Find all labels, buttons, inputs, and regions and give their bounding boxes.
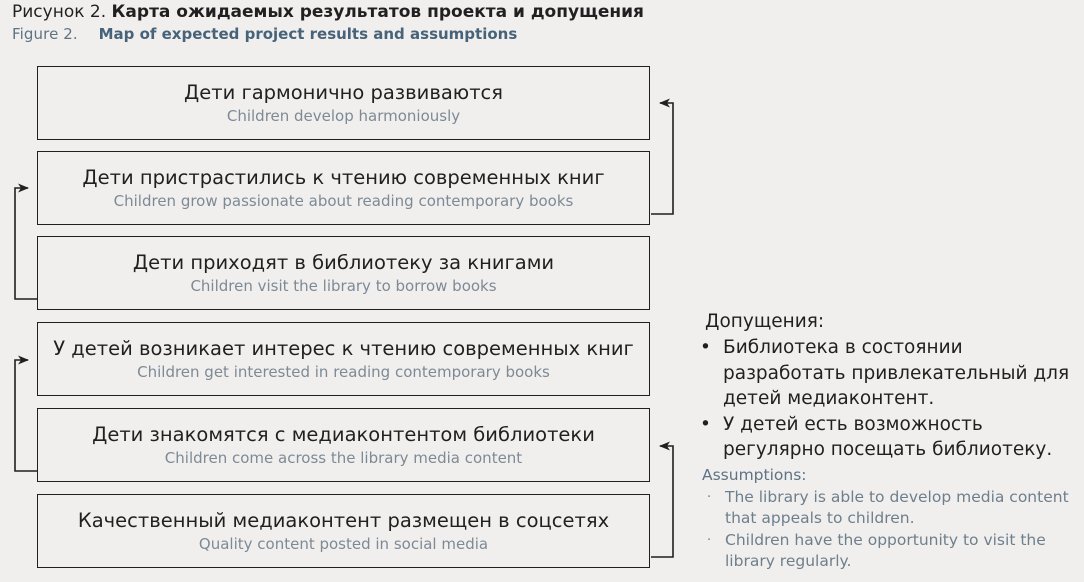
flow-node-visit-library-for-books: Дети приходят в библиотеку за книгами Ch… xyxy=(37,236,650,310)
caption-number-ru: Рисунок 2. xyxy=(12,2,107,22)
assumption-text-en: The library is able to develop media con… xyxy=(725,487,1069,528)
bullet-icon: · xyxy=(707,532,712,548)
assumption-item-ru: • Библиотека в состоянии разработать при… xyxy=(697,335,1084,412)
flow-node-label-ru: Дети знакомятся с медиаконтентом библиот… xyxy=(92,422,595,446)
results-map-flowchart: Дети гармонично развиваются Children dev… xyxy=(14,66,674,568)
flow-node-label-ru: У детей возникает интерес к чтению совре… xyxy=(53,336,634,360)
flow-node-label-en: Children grow passionate about reading c… xyxy=(113,191,574,210)
flow-node-passionate-about-reading: Дети пристрастились к чтению современных… xyxy=(37,151,650,225)
assumption-text-ru: У детей есть возможность регулярно посещ… xyxy=(723,413,1053,461)
assumption-text-en: Children have the opportunity to visit t… xyxy=(725,530,1046,571)
caption-line-english: Figure 2. Map of expected project result… xyxy=(12,23,712,45)
assumptions-panel: Допущения: • Библиотека в состоянии разр… xyxy=(697,309,1084,573)
flow-node-label-ru: Дети гармонично развиваются xyxy=(183,80,504,104)
caption-line-russian: Рисунок 2. Карта ожидаемых результатов п… xyxy=(12,1,712,23)
connector-node1-to-node0 xyxy=(651,98,674,215)
flow-node-children-develop-harmoniously: Дети гармонично развиваются Children dev… xyxy=(37,66,650,140)
flow-node-label-ru: Дети пристрастились к чтению современных… xyxy=(82,165,605,189)
assumption-item-en: · Children have the opportunity to visit… xyxy=(697,530,1084,573)
assumption-item-en: · The library is able to develop media c… xyxy=(697,487,1084,530)
caption-title-ru: Карта ожидаемых результатов проекта и до… xyxy=(111,2,644,22)
flow-node-quality-content-in-social-media: Качественный медиаконтент размещен в соц… xyxy=(37,494,650,568)
bullet-icon: • xyxy=(700,337,711,358)
connector-node5-to-node4 xyxy=(651,441,674,558)
bullet-icon: • xyxy=(700,413,711,435)
flow-node-label-en: Children come across the library media c… xyxy=(164,448,523,467)
caption-number-en: Figure 2. xyxy=(12,25,78,43)
connector-node4-to-node3 xyxy=(14,355,37,472)
flow-node-label-en: Quality content posted in social media xyxy=(198,534,489,553)
assumptions-list-ru: • Библиотека в состоянии разработать при… xyxy=(697,335,1084,463)
bullet-icon: · xyxy=(707,489,712,505)
flow-node-label-en: Children develop harmoniously xyxy=(226,106,461,125)
assumption-item-ru: • У детей есть возможность регулярно пос… xyxy=(697,412,1084,463)
flow-node-label-en: Children visit the library to borrow boo… xyxy=(190,276,497,295)
assumptions-heading-en: Assumptions: xyxy=(702,465,807,484)
assumptions-list-en: · The library is able to develop media c… xyxy=(697,487,1084,573)
flow-node-encounter-media-content: Дети знакомятся с медиаконтентом библиот… xyxy=(37,408,650,482)
caption-title-en: Map of expected project results and assu… xyxy=(98,25,518,43)
flow-node-label-ru: Дети приходят в библиотеку за книгами xyxy=(132,250,555,274)
flow-node-label-en: Children get interested in reading conte… xyxy=(137,362,550,381)
flow-node-label-ru: Качественный медиаконтент размещен в соц… xyxy=(77,508,610,532)
assumption-text-ru: Библиотека в состоянии разработать привл… xyxy=(723,337,1070,409)
figure-caption: Рисунок 2. Карта ожидаемых результатов п… xyxy=(12,1,712,45)
flow-node-interest-in-reading: У детей возникает интерес к чтению совре… xyxy=(37,322,650,396)
assumptions-heading-ru: Допущения: xyxy=(705,311,825,332)
connector-node2-to-node1 xyxy=(14,183,37,300)
